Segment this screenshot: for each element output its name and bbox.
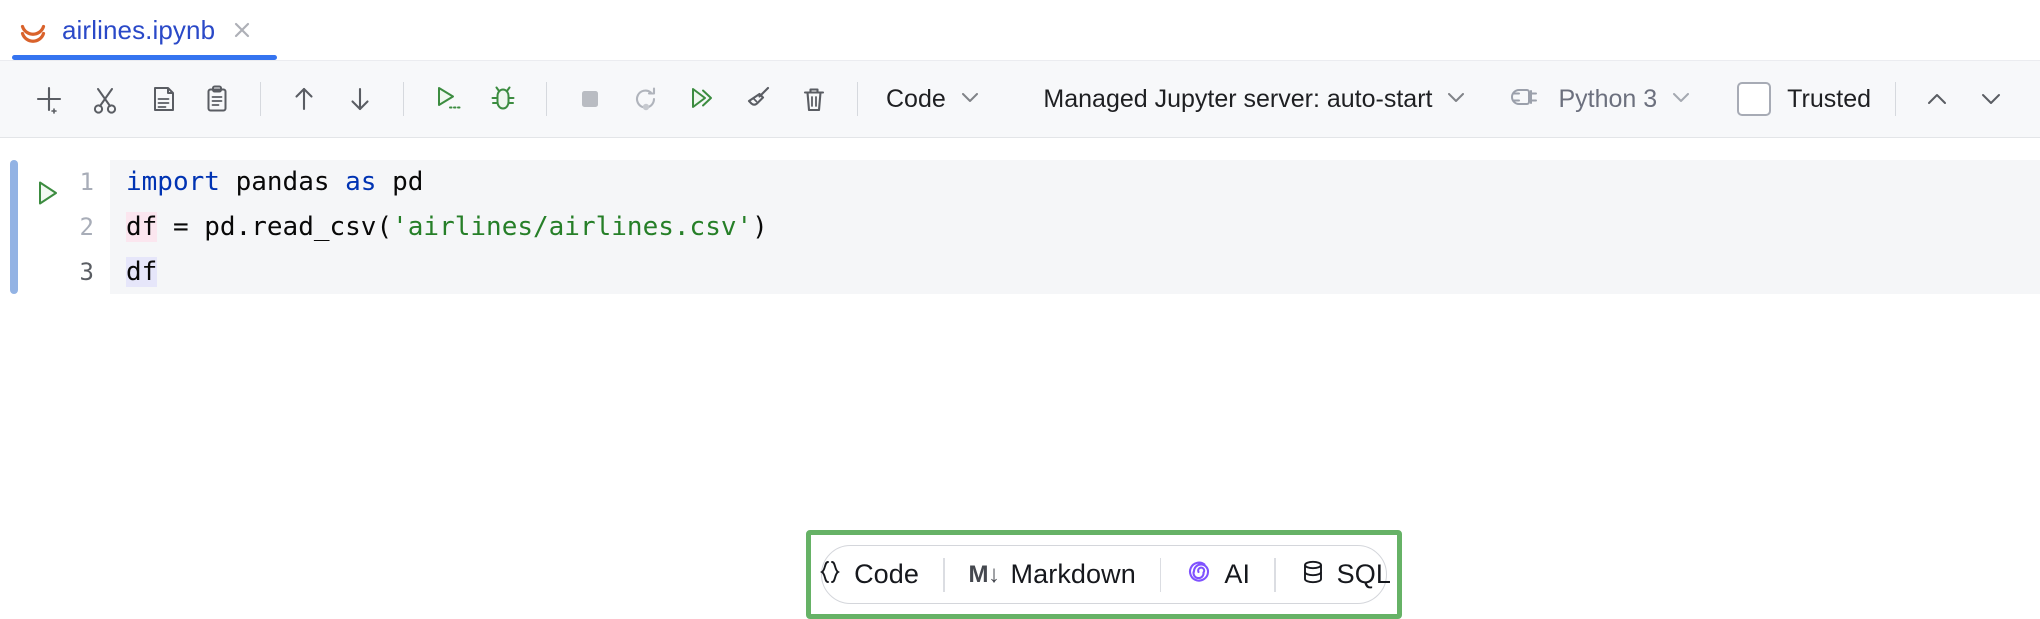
clear-outputs-button[interactable] — [731, 72, 785, 126]
close-icon[interactable] — [229, 17, 255, 43]
braces-icon — [817, 558, 843, 591]
run-cell-button[interactable] — [420, 72, 474, 126]
picker-code[interactable]: Code — [793, 545, 943, 604]
interrupt-kernel-button[interactable] — [563, 72, 617, 126]
picker-sql-label: SQL — [1336, 559, 1391, 589]
toolbar-separator — [260, 82, 261, 116]
code-token: pd — [376, 167, 424, 197]
cell-type-picker[interactable]: Code M↓ Markdown AI — [820, 545, 1391, 604]
toolbar-separator — [403, 82, 404, 116]
jupyter-server-dropdown[interactable]: Managed Jupyter server: auto-start — [1031, 75, 1480, 123]
picker-separator — [1274, 557, 1276, 592]
kernel-selector-dropdown[interactable]: Python 3 — [1498, 75, 1705, 123]
editor-tab-airlines-ipynb[interactable]: airlines.ipynb — [0, 0, 278, 60]
delete-cell-button[interactable] — [787, 72, 841, 126]
cell-selected-accent-bar — [10, 160, 18, 294]
cell-line-numbers: 1 2 3 — [68, 160, 94, 295]
scroll-previous-cell-button[interactable] — [1910, 72, 1964, 126]
picker-separator — [1159, 557, 1162, 592]
editor-tab-bar: airlines.ipynb — [0, 0, 2040, 60]
code-line: df = pd.read_csv('airlines/airlines.csv'… — [126, 205, 2040, 250]
code-token: df — [126, 257, 158, 287]
picker-separator — [943, 557, 945, 592]
plug-connector-icon — [1510, 84, 1542, 115]
picker-sql[interactable]: SQL — [1276, 545, 1415, 604]
toolbar-separator — [546, 82, 547, 116]
add-cell-button[interactable] — [22, 72, 76, 126]
line-number: 1 — [79, 168, 94, 196]
picker-ai-label: AI — [1224, 559, 1251, 589]
toolbar-separator — [1895, 82, 1896, 116]
picker-markdown[interactable]: M↓ Markdown — [945, 545, 1160, 604]
run-all-cells-button[interactable] — [675, 72, 729, 126]
code-line: import pandas as pd — [126, 160, 2040, 205]
debug-cell-button[interactable] — [476, 72, 530, 126]
trusted-label: Trusted — [1787, 84, 1871, 113]
picker-ai[interactable]: AI — [1161, 545, 1274, 604]
editor-tab-active-underline — [12, 55, 278, 60]
code-token: as — [345, 167, 377, 197]
cell-type-picker-highlight: Code M↓ Markdown AI — [806, 530, 1402, 619]
code-token: import — [126, 167, 220, 197]
code-token: = pd.read_csv( — [157, 212, 393, 242]
picker-markdown-label: Markdown — [1010, 559, 1136, 589]
move-cell-down-button[interactable] — [333, 72, 387, 126]
toolbar-separator — [857, 82, 858, 116]
ai-spiral-icon — [1185, 558, 1213, 591]
jupyter-notebook-icon — [18, 15, 48, 45]
line-number: 3 — [79, 258, 94, 286]
code-token: ) — [752, 212, 768, 242]
chevron-down-icon — [1444, 85, 1468, 114]
cut-cell-button[interactable] — [78, 72, 132, 126]
editor-tab-label: airlines.ipynb — [62, 14, 216, 45]
database-icon — [1300, 558, 1326, 591]
cell-type-dropdown[interactable]: Code — [874, 75, 994, 123]
paste-cell-button[interactable] — [190, 72, 244, 126]
jupyter-server-label: Managed Jupyter server: auto-start — [1043, 84, 1433, 113]
cell-gutter: 1 2 3 — [0, 160, 110, 294]
cell-type-dropdown-label: Code — [886, 84, 946, 113]
line-number: 2 — [79, 213, 94, 241]
trusted-checkbox[interactable] — [1737, 82, 1772, 116]
code-token: pandas — [219, 167, 346, 197]
move-cell-up-button[interactable] — [277, 72, 331, 126]
trusted-toggle[interactable]: Trusted — [1727, 75, 1881, 123]
restart-kernel-button[interactable] — [619, 72, 673, 126]
kernel-label: Python 3 — [1558, 84, 1658, 113]
code-token: 'airlines/airlines.csv' — [392, 212, 753, 242]
scroll-next-cell-button[interactable] — [1964, 72, 2018, 126]
run-play-gutter-icon[interactable] — [30, 176, 64, 210]
notebook-toolbar: Code Managed Jupyter server: auto-start — [0, 60, 2040, 138]
picker-code-label: Code — [854, 559, 920, 589]
code-token: df — [126, 212, 158, 242]
chevron-down-icon — [958, 85, 982, 114]
markdown-icon: M↓ — [968, 560, 1001, 588]
chevron-down-icon — [1669, 85, 1693, 114]
copy-cell-button[interactable] — [134, 72, 188, 126]
code-line: df — [126, 250, 2040, 295]
